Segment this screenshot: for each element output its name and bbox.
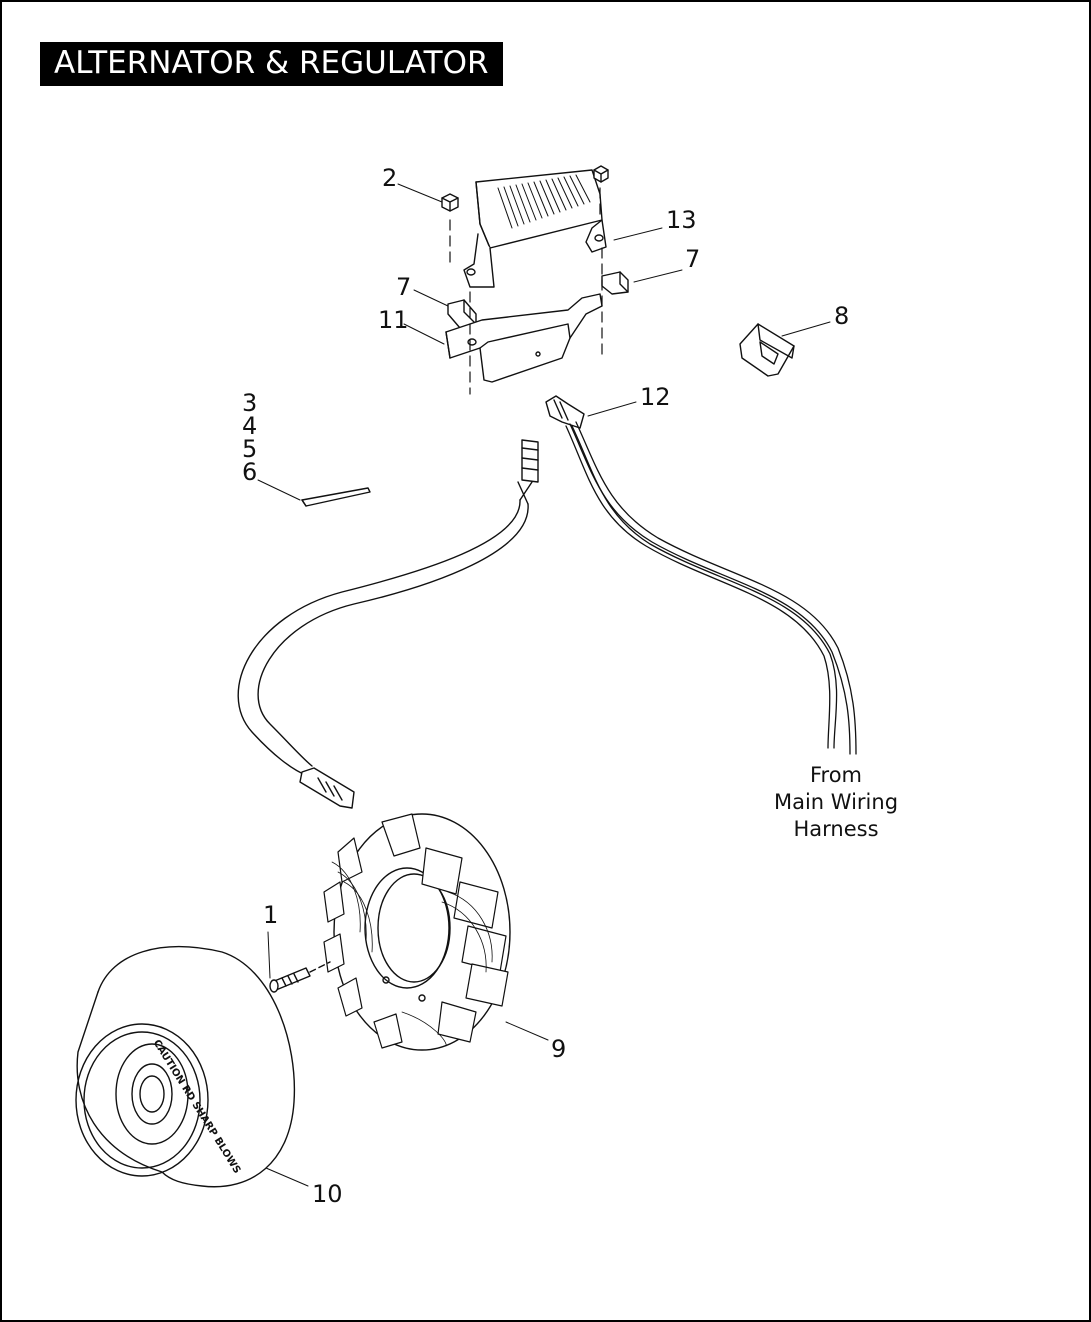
leader-lines bbox=[257, 183, 831, 1187]
bolt bbox=[269, 961, 331, 993]
stator bbox=[323, 813, 511, 1051]
page-title: ALTERNATOR & REGULATOR bbox=[40, 42, 503, 86]
callout-13: 13 bbox=[666, 206, 697, 234]
callout-3: 3 bbox=[242, 389, 258, 417]
hex-nut bbox=[441, 165, 609, 212]
callout-1: 1 bbox=[263, 901, 279, 929]
callout-10: 10 bbox=[312, 1180, 343, 1208]
mounting-bracket bbox=[445, 293, 603, 383]
pin bbox=[301, 487, 371, 507]
callout-11: 11 bbox=[378, 306, 409, 334]
alignment-line bbox=[449, 187, 603, 395]
voltage-regulator bbox=[463, 169, 607, 288]
callout-7-left: 7 bbox=[396, 273, 412, 301]
rotor bbox=[75, 946, 296, 1188]
callout-12: 12 bbox=[640, 383, 671, 411]
regulator-connector bbox=[545, 395, 585, 429]
callout-8: 8 bbox=[834, 302, 850, 330]
callout-2: 2 bbox=[382, 164, 398, 192]
harness-note: From Main Wiring Harness bbox=[766, 762, 906, 843]
callout-7-right: 7 bbox=[685, 245, 701, 273]
harness-note-line-2: Main Wiring bbox=[773, 790, 899, 814]
callout-6: 6 bbox=[242, 458, 258, 486]
stator-lead bbox=[237, 439, 539, 809]
callout-4: 4 bbox=[242, 412, 258, 440]
callout-9: 9 bbox=[551, 1035, 567, 1063]
harness-note-line-3: Harness bbox=[793, 817, 879, 841]
harness-note-line-1: From bbox=[809, 763, 863, 787]
harness-wires bbox=[565, 421, 857, 755]
callout-5: 5 bbox=[242, 435, 258, 463]
clip-bracket bbox=[739, 323, 795, 377]
